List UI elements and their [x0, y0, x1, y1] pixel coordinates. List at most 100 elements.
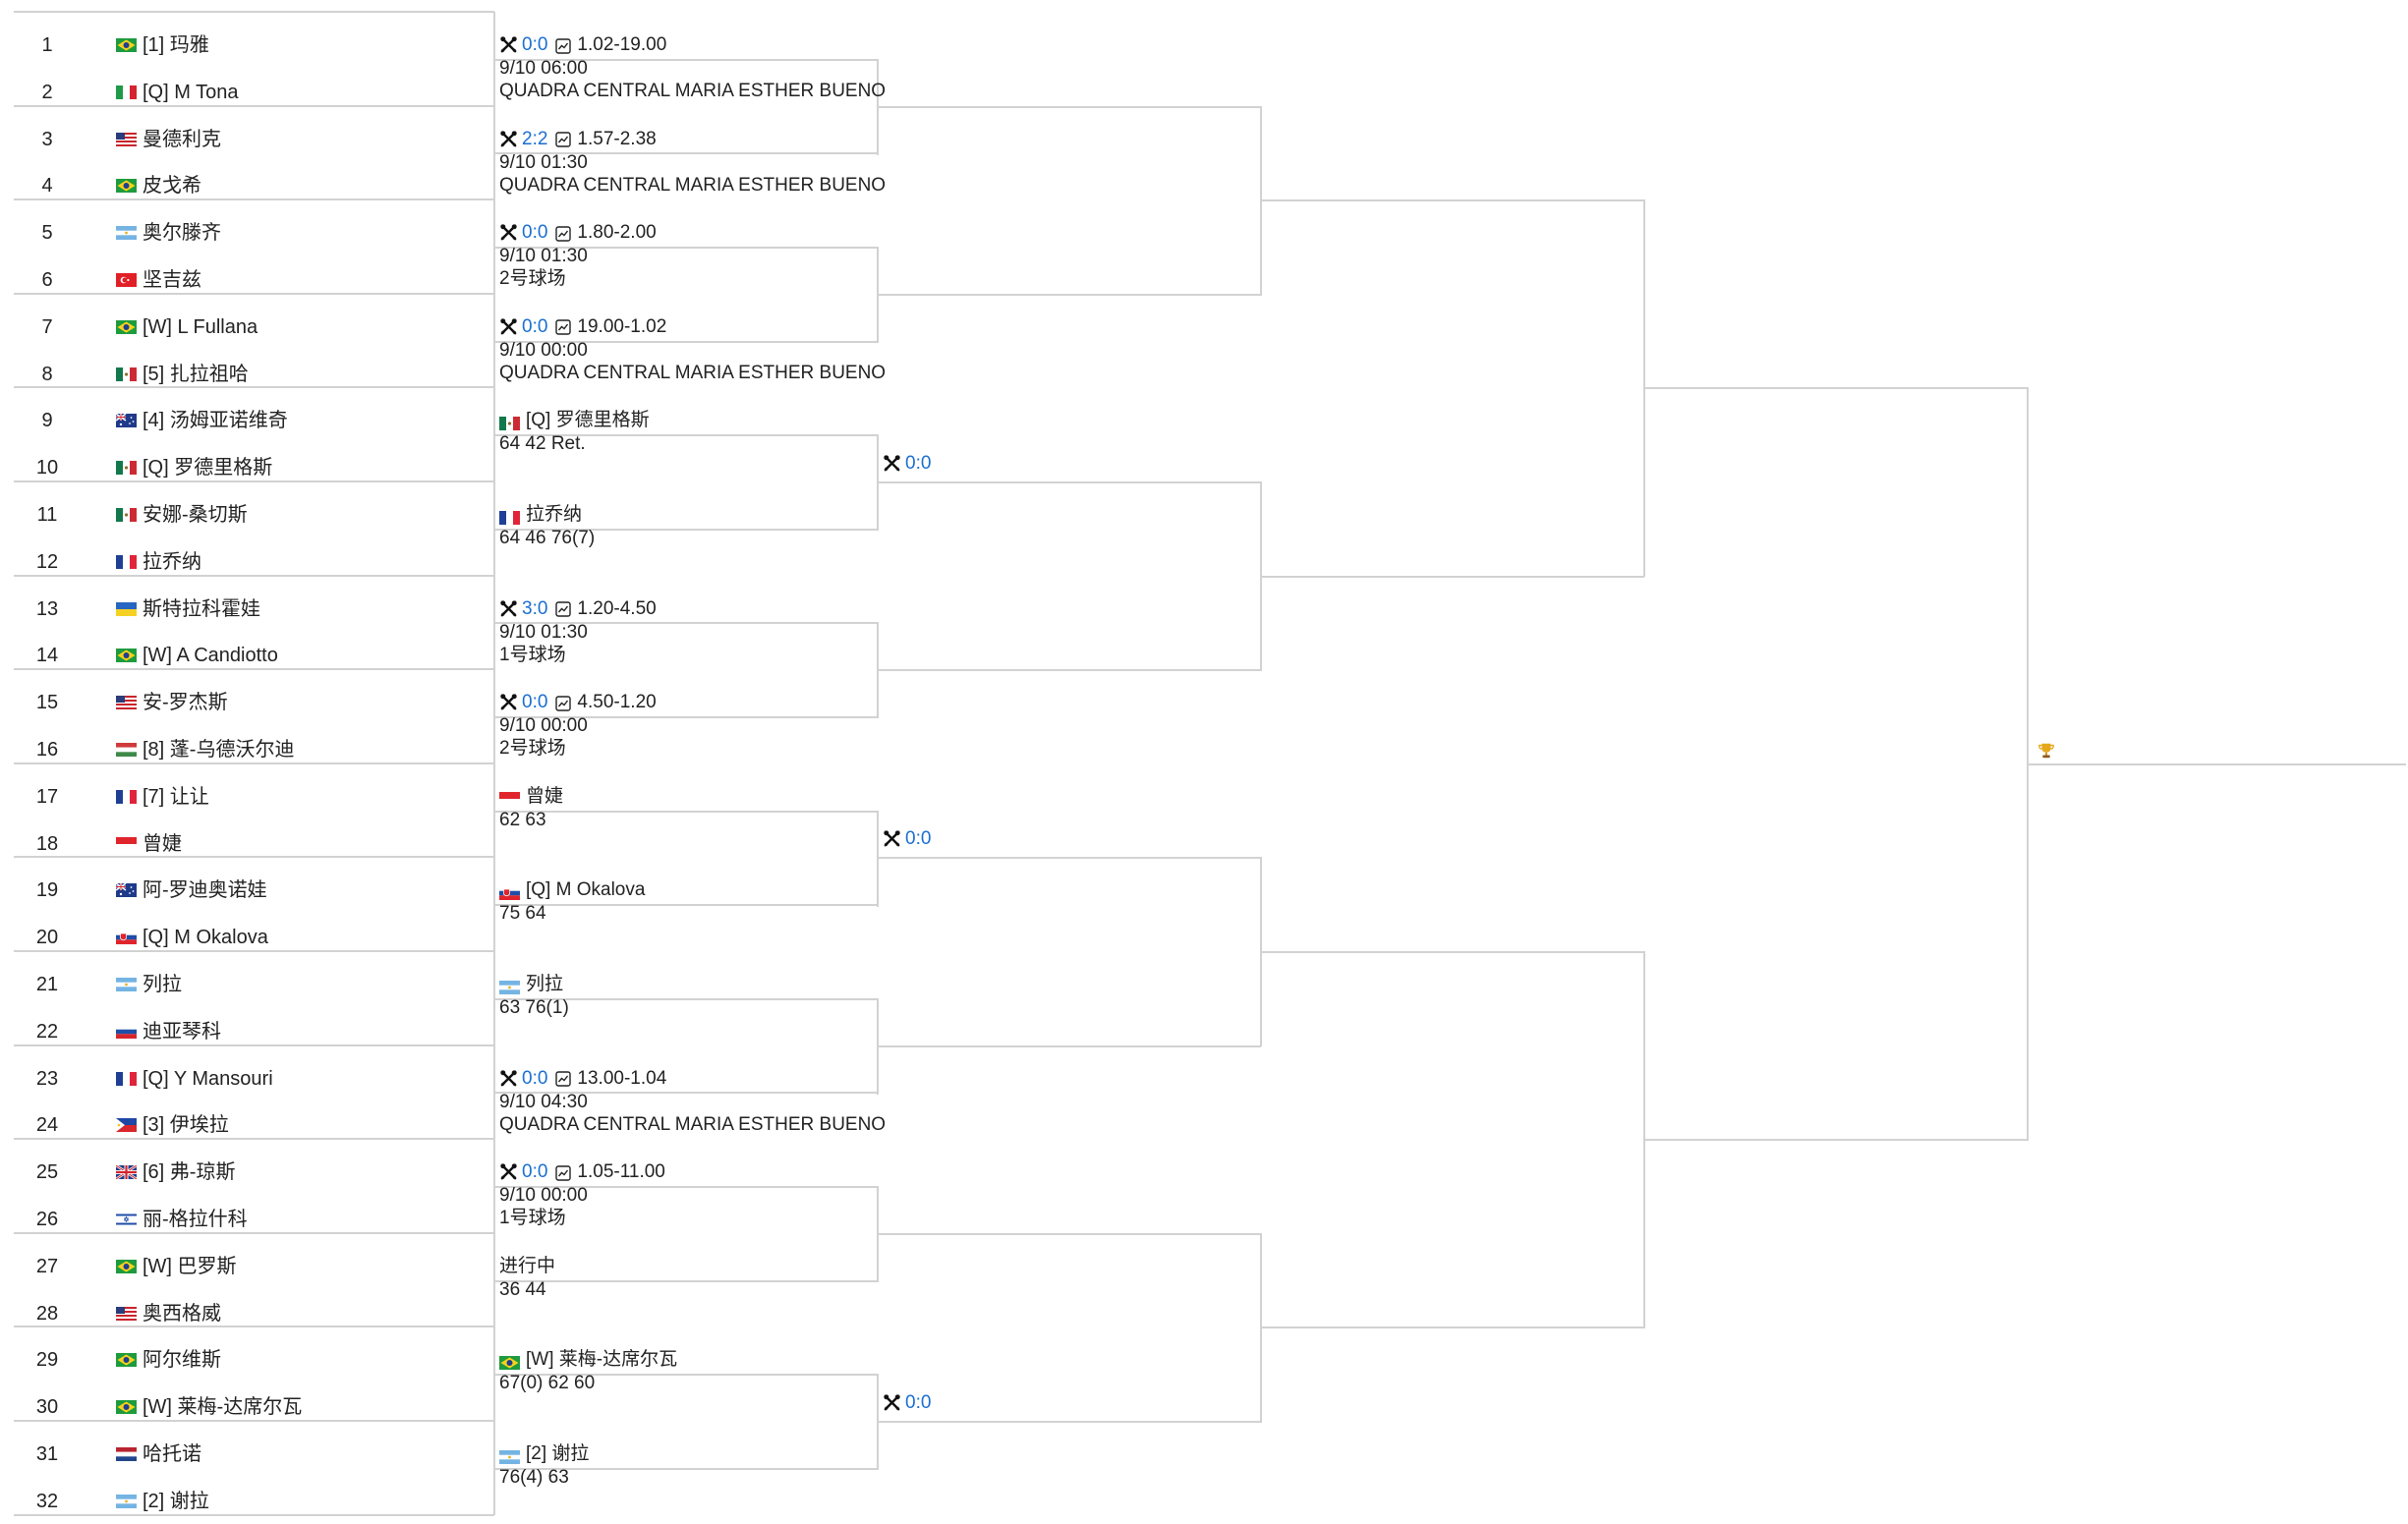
player-name[interactable]: 丽-格拉什科 — [116, 1208, 248, 1231]
player-name[interactable]: [8] 蓬-乌德沃尔迪 — [116, 738, 294, 762]
player-name[interactable]: [6] 弗-琼斯 — [115, 1160, 236, 1184]
seed-number: 31 — [35, 1442, 59, 1465]
chart-icon[interactable] — [555, 318, 572, 335]
player-name[interactable]: 安娜-桑切斯 — [116, 503, 248, 527]
crossed-rackets-icon[interactable] — [499, 1069, 518, 1088]
chart-icon[interactable] — [555, 131, 572, 147]
match-winner[interactable]: [W] 莱梅-达席尔瓦 — [499, 1348, 677, 1371]
player-name[interactable]: [2] 谢拉 — [116, 1490, 209, 1513]
bracket-line — [14, 386, 494, 388]
bracket-line — [878, 294, 1261, 296]
player-name[interactable]: [W] L Fullana — [116, 315, 258, 339]
player-name[interactable]: [1] 玛雅 — [116, 33, 209, 57]
player-name-text: [Q] M Okalova — [143, 927, 268, 949]
crossed-rackets-icon[interactable] — [883, 454, 901, 473]
chart-icon[interactable] — [555, 37, 572, 54]
player-name-text: [5] 扎拉祖哈 — [143, 363, 249, 385]
h2h-link[interactable]: 0:0 — [522, 1161, 548, 1183]
match-winner-name: [Q] M Okalova — [526, 879, 646, 901]
player-name[interactable]: 阿尔维斯 — [116, 1348, 221, 1372]
trophy-icon — [2037, 742, 2055, 764]
player-name[interactable]: 列拉 — [116, 973, 182, 996]
player-name[interactable]: 安-罗杰斯 — [116, 691, 228, 714]
h2h-link[interactable]: 0:0 — [522, 1067, 548, 1089]
player-name[interactable]: [Q] M Tona — [116, 81, 238, 104]
player-name[interactable]: 迪亚琴科 — [116, 1020, 221, 1044]
bracket-line — [14, 293, 494, 295]
player-name[interactable]: 拉乔纳 — [116, 550, 201, 574]
player-name[interactable]: [W] 莱梅-达席尔瓦 — [116, 1395, 302, 1419]
bracket-line — [878, 106, 1261, 108]
chart-icon[interactable] — [555, 600, 572, 617]
player-name[interactable]: [W] 巴罗斯 — [116, 1255, 237, 1278]
crossed-rackets-icon[interactable] — [499, 1162, 518, 1181]
player-name-text: 曼德利克 — [143, 128, 221, 150]
match-score: 64 42 Ret. — [499, 433, 586, 455]
h2h-link[interactable]: 0:0 — [522, 315, 548, 337]
crossed-rackets-icon[interactable] — [499, 223, 518, 242]
h2h-link[interactable]: 0:0 — [522, 692, 548, 713]
match-winner[interactable]: [2] 谢拉 — [499, 1442, 589, 1465]
bracket-line — [878, 1233, 1261, 1235]
seed-number: 20 — [35, 927, 59, 949]
player-name[interactable]: 奥西格威 — [116, 1302, 221, 1326]
match-winner[interactable]: 曾婕 — [499, 785, 563, 808]
player-name[interactable]: 奥尔滕齐 — [116, 221, 221, 245]
h2h-link[interactable]: 0:0 — [522, 222, 548, 244]
bracket-line — [14, 950, 494, 952]
player-name-text: [W] A Candiotto — [143, 645, 278, 667]
crossed-rackets-icon[interactable] — [499, 35, 518, 54]
match-score: 67(0) 62 60 — [499, 1373, 596, 1394]
match-winner-name: [W] 莱梅-达席尔瓦 — [526, 1349, 678, 1371]
player-name[interactable]: [3] 伊埃拉 — [116, 1113, 229, 1137]
flag-ukraine-icon — [116, 598, 137, 616]
crossed-rackets-icon[interactable] — [499, 130, 518, 148]
chart-icon[interactable] — [555, 1164, 572, 1181]
player-name[interactable]: [Q] M Okalova — [116, 926, 268, 949]
crossed-rackets-icon[interactable] — [499, 693, 518, 711]
player-name[interactable]: [W] A Candiotto — [116, 644, 278, 667]
seed-number: 11 — [36, 503, 58, 526]
player-name[interactable]: [5] 扎拉祖哈 — [116, 363, 249, 386]
crossed-rackets-icon[interactable] — [883, 829, 901, 848]
bracket-line — [14, 1420, 494, 1422]
chart-icon[interactable] — [555, 695, 572, 711]
match-odds: 1.20-4.50 — [577, 597, 657, 619]
match-winner[interactable]: [Q] 罗德里格斯 — [499, 409, 650, 431]
chart-icon[interactable] — [555, 1070, 572, 1087]
match-time: 9/10 01:30 — [499, 621, 588, 643]
match-time: 9/10 04:30 — [499, 1091, 588, 1112]
player-name[interactable]: 哈托诺 — [116, 1442, 201, 1466]
match-winner[interactable]: 拉乔纳 — [499, 503, 582, 526]
flag-russia-icon — [116, 1021, 137, 1039]
seed-number: 22 — [35, 1020, 59, 1043]
h2h-link[interactable]: 2:2 — [522, 128, 548, 149]
h2h-link[interactable]: 3:0 — [522, 597, 548, 619]
h2h-link[interactable]: 0:0 — [522, 34, 548, 55]
match-score: 63 76(1) — [499, 997, 569, 1018]
player-name-text: [6] 弗-琼斯 — [143, 1161, 236, 1184]
player-name[interactable]: [Q] 罗德里格斯 — [116, 456, 272, 480]
player-name[interactable]: 阿-罗迪奥诺娃 — [115, 878, 267, 902]
h2h-link[interactable]: 0:0 — [905, 828, 932, 850]
match-h2h-row: 0:0 — [883, 452, 939, 475]
player-name[interactable]: [7] 让让 — [116, 785, 209, 809]
crossed-rackets-icon[interactable] — [883, 1393, 901, 1412]
player-name-text: 拉乔纳 — [143, 550, 201, 573]
match-winner[interactable]: [Q] M Okalova — [499, 878, 645, 901]
player-name[interactable]: 斯特拉科霍娃 — [116, 597, 260, 621]
player-name[interactable]: 坚吉兹 — [116, 268, 201, 292]
player-name[interactable]: 皮戈希 — [116, 174, 201, 198]
player-name[interactable]: 曾婕 — [116, 832, 182, 856]
match-winner[interactable]: 列拉 — [499, 973, 563, 995]
crossed-rackets-icon[interactable] — [499, 599, 518, 618]
chart-icon[interactable] — [555, 225, 572, 242]
h2h-link[interactable]: 0:0 — [905, 1392, 932, 1413]
player-name[interactable]: [Q] Y Mansouri — [116, 1067, 273, 1091]
player-name[interactable]: [4] 汤姆亚诺维奇 — [115, 409, 288, 432]
crossed-rackets-icon[interactable] — [499, 317, 518, 336]
player-name[interactable]: 曼德利克 — [116, 128, 221, 151]
bracket-line — [1261, 576, 1644, 578]
seed-number: 27 — [35, 1255, 59, 1277]
h2h-link[interactable]: 0:0 — [905, 453, 932, 474]
